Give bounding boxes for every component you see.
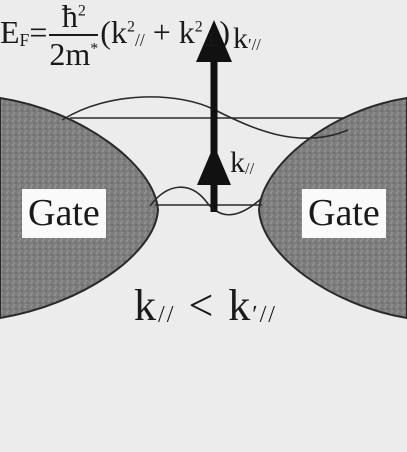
ineq-right-sub: ′// <box>252 301 277 328</box>
inequality-label: k// < k′// <box>134 284 277 328</box>
ineq-op: < <box>188 281 215 330</box>
ineq-left: k <box>134 281 158 330</box>
eq-term1-sub: // <box>135 30 145 50</box>
eq-lhs-sub: F <box>20 30 30 50</box>
ineq-right: k <box>228 281 252 330</box>
k-parallel-label: k// <box>230 148 254 178</box>
lower-wave <box>150 187 262 215</box>
k-top-base: k <box>233 22 248 55</box>
gate-right-label: Gate <box>302 189 386 238</box>
k-top-sub: ′// <box>248 35 261 54</box>
k-mid-sub: // <box>245 159 254 178</box>
ineq-left-sub: // <box>158 301 175 328</box>
k-parallel-prime-label: k′// <box>233 24 261 54</box>
eq-term2-sub: ⊥ <box>203 30 220 50</box>
gate-left-label: Gate <box>22 189 106 238</box>
k-mid-base: k <box>230 146 245 179</box>
arrow-mid-head <box>197 145 231 185</box>
